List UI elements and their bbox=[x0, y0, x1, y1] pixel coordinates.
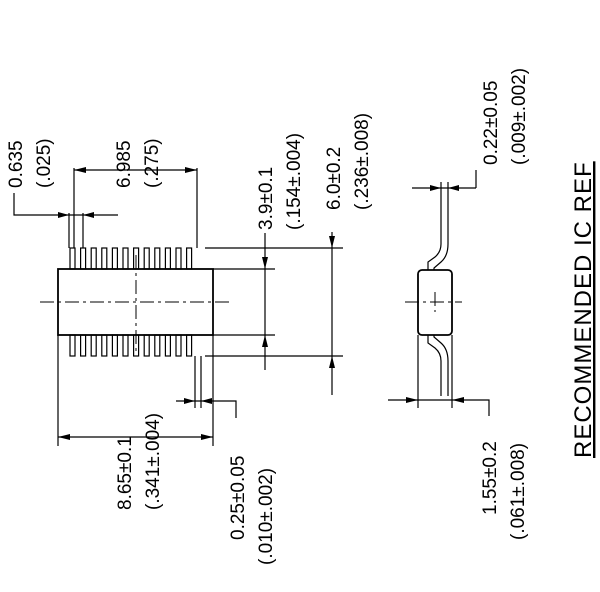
lead-thickness-in-label: (.009±.002) bbox=[509, 68, 530, 165]
lead-span-mm-label: 6.985 bbox=[114, 140, 135, 188]
pitch-in-label: (.025) bbox=[34, 138, 55, 188]
lower-pin bbox=[101, 334, 108, 357]
lead-width-in-label: (.010±.002) bbox=[256, 468, 277, 565]
body-length-mm-label: 8.65±0.1 bbox=[115, 436, 136, 510]
side-view bbox=[388, 170, 490, 416]
lead-width-mm-label: 0.25±0.05 bbox=[228, 456, 249, 540]
upper-pin bbox=[122, 247, 129, 270]
lead-span-in-label: (.275) bbox=[142, 138, 163, 188]
body-width-in-label: (.154±.004) bbox=[284, 133, 305, 230]
upper-pin bbox=[79, 247, 87, 270]
height-in-label: (.061±.008) bbox=[508, 443, 529, 540]
body-length-in-label: (.341±.004) bbox=[143, 413, 164, 510]
upper-pin bbox=[154, 247, 161, 270]
lower-pin bbox=[186, 334, 193, 357]
lower-pin bbox=[111, 334, 119, 357]
lower-pin bbox=[122, 334, 129, 357]
upper-pin bbox=[186, 247, 193, 270]
upper-pin bbox=[111, 247, 119, 270]
upper-pin bbox=[101, 247, 108, 270]
recommended-ic-ref-note: RECOMMENDED IC REF bbox=[570, 161, 597, 458]
upper-pin-row bbox=[69, 247, 193, 270]
upper-pin bbox=[164, 247, 171, 270]
lower-pin bbox=[79, 334, 87, 357]
body-width-mm-label: 3.9±0.1 bbox=[256, 167, 277, 230]
lower-pin bbox=[90, 334, 97, 357]
overall-width-in-label: (.236±.008) bbox=[352, 113, 373, 210]
lower-pin bbox=[69, 334, 76, 357]
upper-pin bbox=[90, 247, 97, 270]
height-mm-label: 1.55±0.2 bbox=[480, 441, 501, 515]
upper-pin bbox=[69, 247, 76, 270]
lower-pin bbox=[143, 334, 150, 357]
lower-pin bbox=[175, 334, 182, 357]
gull-wing-lead bbox=[427, 196, 449, 396]
top-view bbox=[13, 167, 343, 446]
overall-width-mm-label: 6.0±0.2 bbox=[324, 147, 345, 210]
lower-pin-row bbox=[69, 334, 193, 357]
lower-pin bbox=[164, 334, 171, 357]
pitch-mm-label: 0.635 bbox=[6, 140, 27, 188]
upper-pin bbox=[175, 247, 182, 270]
upper-pin bbox=[143, 247, 150, 270]
lead-thickness-mm-label: 0.22±0.05 bbox=[481, 81, 502, 165]
lower-pin bbox=[154, 334, 161, 357]
